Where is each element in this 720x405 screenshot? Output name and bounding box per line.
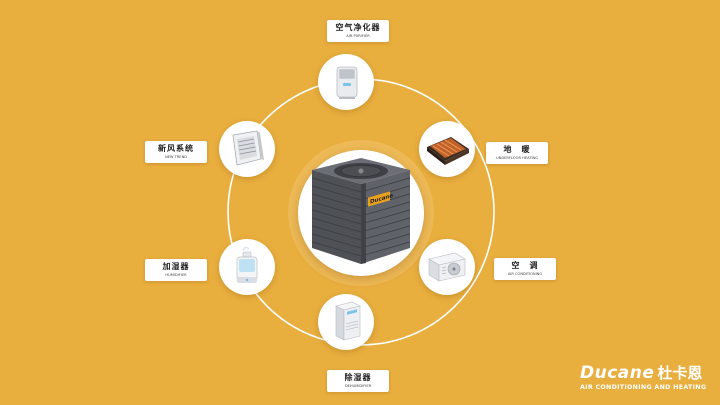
brand-name-zh: 杜卡恩 bbox=[657, 364, 703, 382]
air-conditioner-icon bbox=[428, 252, 466, 282]
label-humidifier: 加湿器 HUMIDIFIER bbox=[145, 259, 207, 281]
label-en: DEHUMIDIFIER bbox=[344, 384, 372, 388]
label-en: AIR PURIFIER bbox=[346, 34, 370, 38]
node-underfloor-heating bbox=[419, 121, 475, 177]
node-dehumidifier bbox=[318, 294, 374, 350]
underfloor-heating-icon bbox=[427, 137, 469, 165]
dehumidifier-icon bbox=[335, 301, 361, 341]
brand-name: Ducane bbox=[580, 363, 655, 383]
label-fresh-air: 新风系统 NEW TREND bbox=[145, 141, 207, 163]
label-zh: 加湿器 bbox=[162, 262, 190, 271]
label-dehumidifier: 除湿器 DEHUMIDIFIER bbox=[327, 370, 389, 392]
brand-badge bbox=[368, 191, 390, 207]
node-fresh-air bbox=[219, 121, 275, 177]
label-zh: 新风系统 bbox=[158, 144, 194, 153]
label-en: NEW TREND bbox=[164, 155, 188, 159]
node-humidifier bbox=[219, 239, 275, 295]
air-purifier-icon bbox=[336, 66, 358, 99]
ventilation-fan-icon bbox=[232, 130, 264, 166]
label-en: UNDERFLOOR HEATING bbox=[496, 156, 538, 160]
node-air-conditioning bbox=[419, 239, 475, 295]
brand-tagline: AIR CONDITIONING AND HEATING bbox=[580, 384, 707, 391]
label-air-conditioning: 空 调 AIR CONDITIONING bbox=[494, 258, 556, 280]
humidifier-icon bbox=[236, 246, 258, 283]
label-en: HUMIDIFIER bbox=[165, 273, 187, 277]
label-zh: 地 暖 bbox=[503, 145, 531, 154]
node-air-purifier bbox=[318, 54, 374, 110]
label-zh: 除湿器 bbox=[344, 373, 372, 382]
outdoor-condenser-icon: Ducane bbox=[311, 158, 411, 264]
label-zh: 空气净化器 bbox=[335, 23, 381, 32]
label-zh: 空 调 bbox=[511, 261, 539, 270]
label-air-purifier: 空气净化器 AIR PURIFIER bbox=[327, 20, 389, 42]
label-underfloor-heating: 地 暖 UNDERFLOOR HEATING bbox=[486, 142, 548, 164]
label-en: AIR CONDITIONING bbox=[507, 272, 543, 276]
